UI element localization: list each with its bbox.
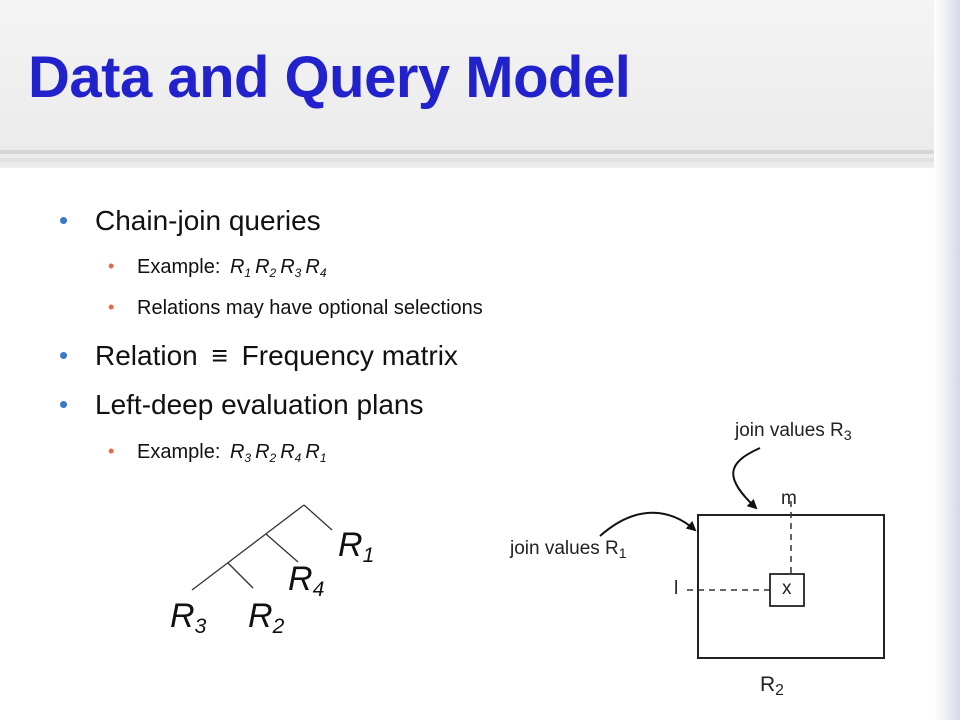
relation-symbol: R1 <box>305 441 327 465</box>
frequency-matrix-diagram: join values R3 join values R1 m l x R2 <box>490 408 930 708</box>
arrow-left <box>599 511 697 537</box>
bullet-prefix: Example: <box>137 441 221 463</box>
header-divider <box>0 165 960 168</box>
bullet-prefix: Example: <box>137 256 221 278</box>
bottom-relation-label: R2 <box>760 673 784 699</box>
bullet-text: Relation <box>95 340 198 371</box>
bullet-text: Relations may have optional selections <box>137 297 483 319</box>
header-divider <box>0 150 960 154</box>
tree-edge <box>303 504 333 531</box>
slide-title: Data and Query Model <box>28 45 631 110</box>
bullet-item: • Left-deep evaluation plans <box>59 389 424 421</box>
tree-edge <box>265 533 299 563</box>
tree-label-r2: R2 <box>248 597 285 638</box>
frequency-matrix-graphic <box>599 447 885 659</box>
bullet-marker: • <box>59 205 69 235</box>
bullet-marker: • <box>108 256 115 276</box>
relation-symbol: R4 <box>280 441 302 465</box>
bullet-text: Left-deep evaluation plans <box>95 389 424 420</box>
bullet-item: • Relation ≡ Frequency matrix <box>59 340 458 372</box>
tree-label-r4: R4 <box>288 560 325 601</box>
header-divider <box>0 158 960 162</box>
bullet-text: Chain-join queries <box>95 205 321 236</box>
bullet-marker: • <box>59 389 69 419</box>
bullet-marker: • <box>108 297 115 317</box>
arrow-top <box>732 447 761 510</box>
top-join-label: join values R3 <box>735 420 852 444</box>
cell-label: x <box>782 578 792 599</box>
tree-label-r3: R3 <box>170 597 207 638</box>
relation-symbol: R2 <box>255 441 277 465</box>
left-join-label: join values R1 <box>510 538 627 562</box>
bullet-text: Frequency matrix <box>241 340 458 371</box>
slide-edge-shadow <box>934 0 960 720</box>
equivalence-symbol: ≡ <box>211 340 228 371</box>
join-tree-lines <box>191 504 333 591</box>
relation-symbol: R3 <box>229 441 252 465</box>
matrix-cell <box>769 573 805 607</box>
relation-symbol: R2 <box>255 256 277 280</box>
column-label: m <box>781 488 797 509</box>
join-tree-diagram: R1 R4 R3 R2 <box>160 490 420 660</box>
tree-edge <box>227 562 254 589</box>
tree-label-r1: R1 <box>338 526 375 567</box>
bullet-item: • Chain-join queries <box>59 205 321 237</box>
header-band <box>0 0 960 168</box>
relation-symbol: R4 <box>305 256 327 280</box>
relation-symbol: R3 <box>280 256 302 280</box>
relation-symbol: R1 <box>229 256 252 280</box>
bullet-marker: • <box>59 340 69 370</box>
bullet-item: • Relations may have optional selections <box>108 297 483 320</box>
bullet-marker: • <box>108 441 115 461</box>
tree-edge <box>191 504 305 591</box>
row-label: l <box>674 578 679 599</box>
